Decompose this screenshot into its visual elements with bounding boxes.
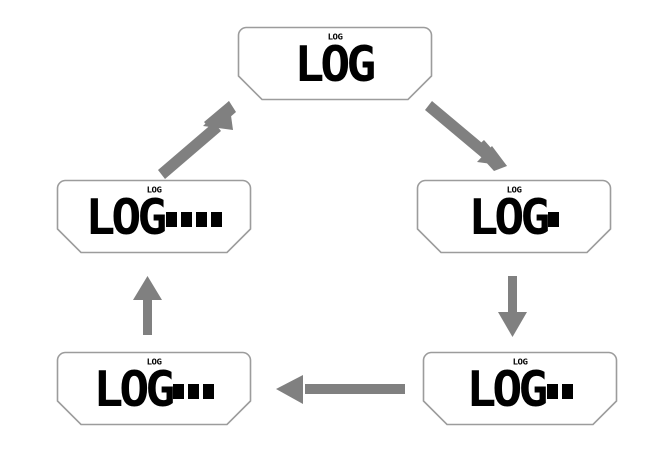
node-top-content: LOG [238, 36, 432, 93]
node-bottom-right-small-label: LOG [512, 358, 528, 368]
progress-block [548, 211, 560, 227]
node-right-blocks [548, 211, 560, 227]
node-shape-right [416, 179, 612, 254]
node-right-small-label: LOG [506, 186, 522, 196]
node-left-big-label: LOG [85, 189, 167, 246]
node-left-small-label: LOG [146, 186, 162, 196]
node-shape-bottom-left [56, 351, 252, 426]
progress-block [561, 383, 573, 399]
progress-block [188, 383, 200, 399]
node-left-blocks [165, 211, 222, 227]
arrow-bottom-right-to-bottom-left [276, 375, 405, 404]
progress-block [546, 383, 558, 399]
progress-block [173, 383, 185, 399]
arrow-top-to-right [425, 101, 507, 171]
node-bottom-left[interactable]: LOG LOG [57, 352, 251, 425]
node-left[interactable]: LOG LOG [57, 180, 251, 253]
node-right-content: LOG [417, 189, 611, 246]
node-bottom-left-big-label: LOG [92, 361, 175, 418]
progress-block [165, 211, 177, 227]
progress-block [180, 211, 192, 227]
progress-block [210, 211, 222, 227]
node-shape-top [237, 26, 433, 101]
progress-block [195, 211, 207, 227]
node-bottom-right-blocks [546, 383, 573, 399]
node-bottom-left-content: LOG [57, 361, 251, 418]
progress-block [203, 383, 215, 399]
node-top-big-label: LOG [294, 36, 376, 93]
node-right[interactable]: LOG LOG [417, 180, 611, 253]
node-top-small-label: LOG [327, 33, 343, 43]
node-right-big-label: LOG [467, 189, 550, 246]
arrow-left-to-top [158, 101, 236, 179]
node-bottom-left-small-label: LOG [146, 358, 162, 368]
node-top[interactable]: LOG LOG [238, 27, 432, 100]
arrow-bottom-left-to-left [133, 276, 162, 335]
node-bottom-right[interactable]: LOG LOG [423, 352, 617, 425]
node-bottom-right-big-label: LOG [466, 361, 548, 418]
node-bottom-left-blocks [173, 383, 215, 399]
node-shape-bottom-right [422, 351, 618, 426]
node-bottom-right-content: LOG [423, 361, 617, 418]
node-shape-left [56, 179, 252, 254]
arrow-right-to-bottom-right [498, 276, 527, 337]
node-left-content: LOG [57, 189, 251, 246]
